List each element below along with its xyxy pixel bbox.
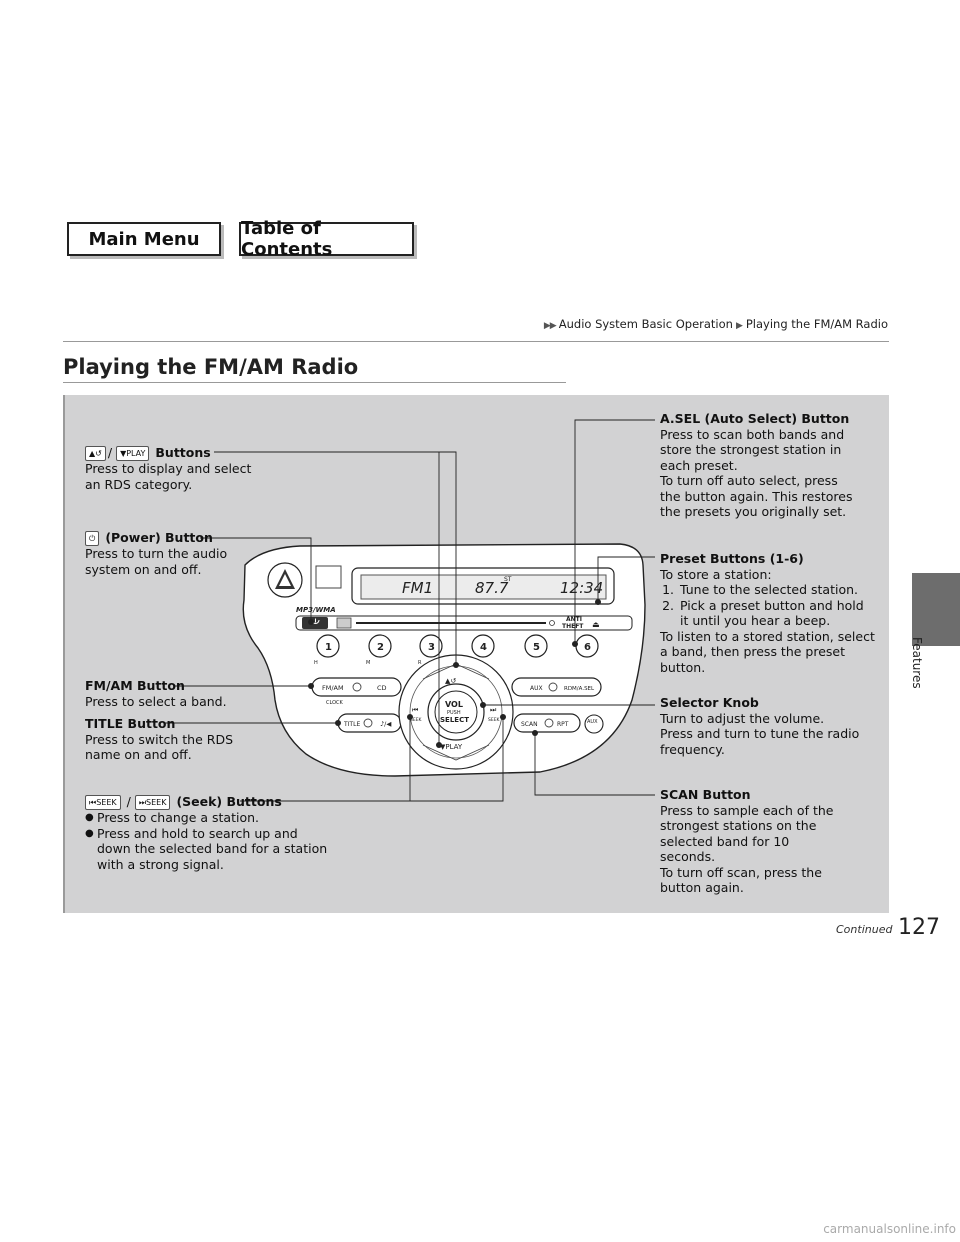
play-down-icon: ▼PLAY bbox=[116, 446, 150, 461]
breadcrumb-arrow-icon: ▶ bbox=[735, 321, 743, 331]
callout-title-button: TITLE Button Press to switch the RDS nam… bbox=[85, 716, 234, 762]
power-icon: ⏻ bbox=[85, 531, 100, 546]
list-item: Tune to the selected station. bbox=[678, 582, 875, 598]
list-item: Pick a preset button and hold it until y… bbox=[678, 598, 875, 629]
page-title: Playing the FM/AM Radio bbox=[63, 355, 359, 379]
panel-edge bbox=[63, 395, 65, 913]
breadcrumb: ▶▶Audio System Basic Operation▶Playing t… bbox=[544, 317, 888, 331]
section-tab[interactable] bbox=[912, 573, 960, 646]
breadcrumb-arrow-icon: ▶▶ bbox=[543, 321, 557, 331]
list-item: Press and hold to search up and down the… bbox=[85, 826, 335, 873]
watermark: carmanualsonline.info bbox=[823, 1222, 956, 1236]
title-rule bbox=[63, 382, 566, 383]
callout-scan-button: SCAN Button Press to sample each of the … bbox=[660, 787, 834, 895]
table-of-contents-button[interactable]: Table of Contents bbox=[239, 218, 414, 260]
callout-up-down-buttons: ▲↺/ ▼PLAY Buttons Press to display and s… bbox=[85, 445, 252, 492]
callout-asel-button: A.SEL (Auto Select) Button Press to scan… bbox=[660, 411, 853, 519]
page-number: 127 bbox=[898, 915, 940, 940]
breadcrumb-item-audio-system[interactable]: Audio System Basic Operation bbox=[558, 317, 733, 331]
seek-forward-icon: ⏭SEEK bbox=[134, 795, 171, 810]
list-item: Press to change a station. bbox=[85, 810, 335, 826]
seek-back-icon: ⏮SEEK bbox=[85, 795, 121, 810]
up-return-icon: ▲↺ bbox=[85, 446, 106, 461]
callout-preset-buttons: Preset Buttons (1-6) To store a station:… bbox=[660, 551, 875, 675]
callout-power-button: ⏻ (Power) Button Press to turn the audio… bbox=[85, 530, 228, 577]
callout-seek-buttons: ⏮SEEK / ⏭SEEK (Seek) Buttons Press to ch… bbox=[85, 794, 335, 872]
callout-selector-knob: Selector Knob Turn to adjust the volume.… bbox=[660, 695, 860, 757]
continued-label: Continued bbox=[836, 923, 893, 936]
header-rule bbox=[63, 341, 889, 342]
breadcrumb-item-current: Playing the FM/AM Radio bbox=[745, 317, 888, 331]
section-label: Features bbox=[910, 637, 924, 689]
main-menu-button[interactable]: Main Menu bbox=[67, 222, 221, 256]
callout-fm-am-button: FM/AM Button Press to select a band. bbox=[85, 678, 227, 709]
